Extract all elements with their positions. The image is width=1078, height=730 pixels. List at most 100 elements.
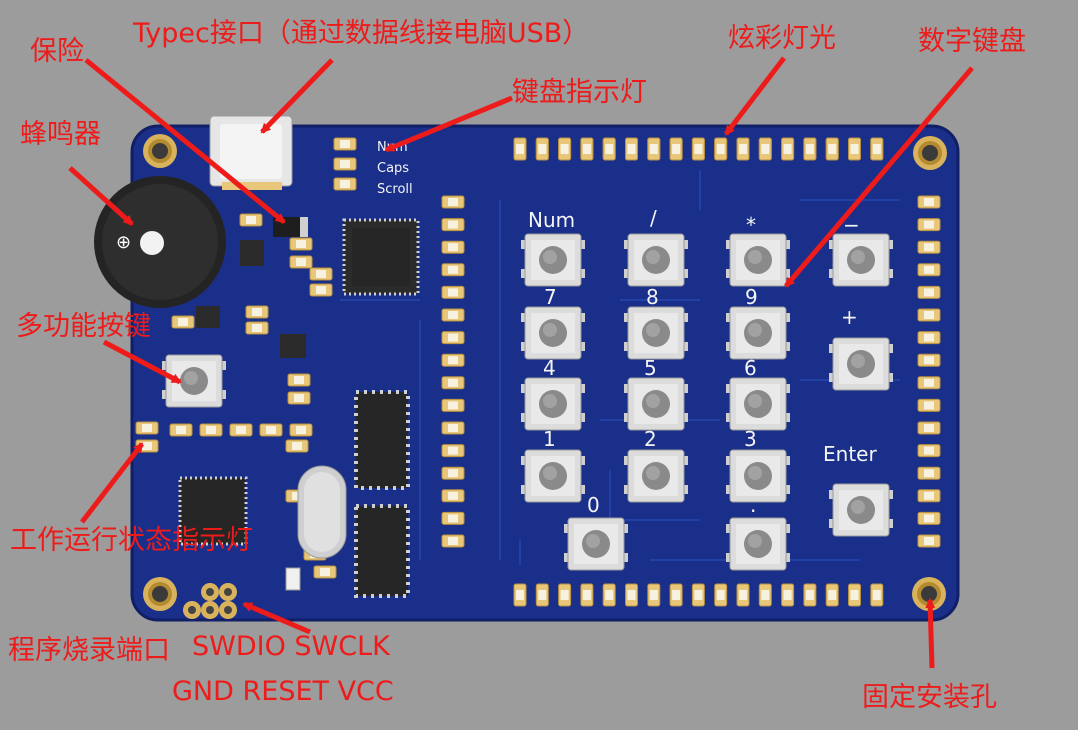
key-6 xyxy=(725,377,791,431)
chip-icon xyxy=(354,390,410,598)
key-label: 2 xyxy=(644,427,657,451)
key-9 xyxy=(725,306,791,360)
key-label: 9 xyxy=(745,285,758,309)
key-plus xyxy=(828,337,894,391)
key-star xyxy=(725,233,791,287)
key-0 xyxy=(563,517,629,571)
button-icon xyxy=(161,354,227,408)
key-5 xyxy=(623,377,689,431)
led-pad xyxy=(441,534,465,548)
led-pad xyxy=(825,137,839,161)
led-pad xyxy=(870,137,884,161)
led-pad xyxy=(803,137,817,161)
led-pad xyxy=(917,421,941,435)
key-1 xyxy=(520,449,586,503)
led-pad xyxy=(917,331,941,345)
led-pad xyxy=(917,511,941,525)
led-pad xyxy=(917,376,941,390)
key-slash xyxy=(623,233,689,287)
led-pad xyxy=(441,421,465,435)
arrow-icon xyxy=(724,56,786,136)
led-pad xyxy=(758,583,772,607)
key-dot xyxy=(725,517,791,571)
led-pad xyxy=(917,240,941,254)
chip-icon xyxy=(178,476,248,546)
mount-hole-icon xyxy=(143,577,177,611)
led-pad xyxy=(441,353,465,367)
label-fuse: 保险 xyxy=(30,36,84,67)
key-2 xyxy=(623,449,689,503)
annotation-arrows xyxy=(68,56,974,669)
label-status-led: 工作运行状态指示灯 xyxy=(10,525,253,556)
label-rgb: 炫彩灯光 xyxy=(728,23,836,54)
led-pad xyxy=(781,137,795,161)
key-8 xyxy=(623,306,689,360)
led-pad xyxy=(691,583,705,607)
led-pad xyxy=(625,137,638,161)
rgb-led-row-bottom xyxy=(513,583,884,607)
label-prog-port: 程序烧录端口 xyxy=(8,635,170,666)
arrow-icon xyxy=(84,58,286,224)
chip-icon xyxy=(196,306,220,328)
led-pad xyxy=(441,285,465,299)
key-enter xyxy=(828,483,894,537)
led-pad xyxy=(917,444,941,458)
led-pad xyxy=(736,137,750,161)
led-pad xyxy=(441,218,465,232)
led-pad xyxy=(669,583,683,607)
key-label: Num xyxy=(528,208,575,232)
led-pad xyxy=(441,308,465,322)
led-pad xyxy=(647,137,661,161)
led-pad xyxy=(691,137,705,161)
swd-port xyxy=(183,583,237,619)
arrow-icon xyxy=(80,442,144,524)
led-pad xyxy=(513,137,527,161)
label-buzzer: 蜂鸣器 xyxy=(20,119,101,150)
led-pad xyxy=(848,583,861,607)
key-label: 5 xyxy=(644,356,657,380)
led-pad xyxy=(917,218,941,232)
led-pad xyxy=(513,583,527,607)
led-pad xyxy=(825,583,839,607)
led-pad xyxy=(917,308,941,322)
led-pad xyxy=(441,398,465,412)
led-pad xyxy=(917,353,941,367)
led-pad xyxy=(580,583,594,607)
key-labels: Num / * − 7 8 9 + 4 5 6 1 2 3 Enter 0 . xyxy=(528,206,877,517)
led-pad xyxy=(917,534,941,548)
key-label: 3 xyxy=(744,427,757,451)
led-pad xyxy=(736,583,750,607)
led-pad xyxy=(441,195,465,209)
key-label: . xyxy=(750,493,756,517)
led-label-scroll: Scroll xyxy=(377,182,413,197)
arrow-icon xyxy=(784,66,974,288)
arrow-icon xyxy=(102,339,182,385)
chip-icon xyxy=(342,218,420,296)
arrow-icon xyxy=(68,166,134,226)
led-pad xyxy=(758,137,772,161)
label-typec: Typec接口（通过数据线接电脑USB） xyxy=(133,18,590,49)
key-7 xyxy=(520,306,586,360)
key-label: * xyxy=(746,213,756,237)
led-pad xyxy=(580,137,594,161)
led-pad xyxy=(917,489,941,503)
key-label: + xyxy=(841,305,858,329)
led-pad xyxy=(441,263,465,277)
led-pad xyxy=(870,583,884,607)
key-label: 1 xyxy=(543,427,556,451)
rgb-led-row-top xyxy=(513,137,884,161)
label-numpad: 数字键盘 xyxy=(918,26,1026,57)
label-multi-key: 多功能按键 xyxy=(16,311,151,342)
key-label: 6 xyxy=(744,356,757,380)
led-pad xyxy=(647,583,661,607)
svg-text:⊕: ⊕ xyxy=(116,232,131,253)
chip-icon xyxy=(240,240,264,266)
key-label: 8 xyxy=(646,285,659,309)
crystal-icon xyxy=(297,465,347,559)
led-pad xyxy=(441,376,465,390)
led-pad xyxy=(781,583,795,607)
arrow-icon xyxy=(384,95,513,153)
arrow-icon xyxy=(260,58,334,134)
led-pad xyxy=(535,583,549,607)
